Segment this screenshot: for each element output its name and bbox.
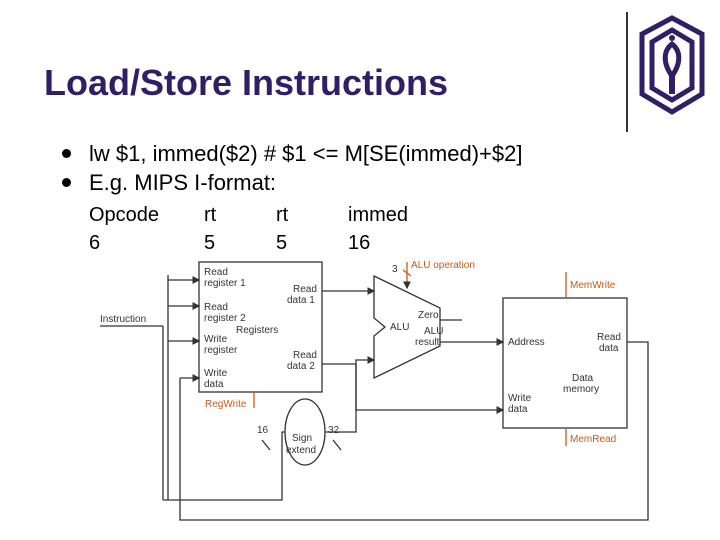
alu-label: ALU [390, 322, 409, 333]
format-field-bits: 5 [204, 232, 216, 254]
memread-signal-label: MemRead [570, 434, 616, 445]
bullet-item: lw $1, immed($2) # $1 <= M[SE(immed)+$2] [62, 139, 522, 168]
bullet-item: E.g. MIPS I-format: [62, 168, 522, 197]
read-register-1-label: Read register 1 [204, 267, 246, 289]
format-field-name: rt [276, 204, 289, 226]
sign-extend-label: Sign extend [286, 433, 316, 456]
format-field-bits: 5 [276, 232, 288, 254]
bullet-dot-icon [62, 178, 71, 187]
format-field-opcode: Opcode 6 [89, 201, 159, 257]
registers-label: Registers [236, 325, 278, 336]
read-data-1-label: Read data 1 [287, 284, 320, 306]
format-field-name: immed [348, 204, 409, 226]
alu-operation-label: ALU operation [411, 260, 475, 271]
format-field-rt: rt 5 [204, 201, 216, 257]
bullet-text: lw $1, immed($2) # $1 <= M[SE(immed)+$2] [89, 140, 523, 166]
regwrite-signal-label: RegWrite [205, 399, 247, 410]
format-field-bits: 6 [89, 232, 101, 254]
memwrite-signal-label: MemWrite [570, 280, 616, 291]
read-data-2-label: Read data 2 [287, 350, 320, 372]
memory-read-data-label: Read data [597, 332, 624, 354]
alu-op-bits-label: 3 [392, 264, 398, 275]
title-divider [626, 12, 628, 132]
register-file [198, 261, 323, 393]
format-field-immed: immed 16 [348, 201, 408, 257]
zero-label: Zero [418, 310, 439, 321]
instruction-label: Instruction [100, 314, 146, 325]
write-register-label: Write register [204, 334, 238, 356]
data-memory [502, 297, 628, 429]
bullet-text: E.g. MIPS I-format: [89, 169, 277, 195]
output-bits-label: 32 [328, 425, 340, 436]
format-field-bits: 16 [348, 232, 371, 254]
data-memory-label: Data memory [563, 373, 599, 395]
format-field-name: rt [204, 204, 217, 226]
slide-title: Load/Store Instructions [44, 62, 449, 103]
bullet-dot-icon [62, 149, 71, 158]
format-field-rt: rt 5 [276, 201, 288, 257]
register-write-data-label: Write data [204, 368, 230, 390]
input-bits-label: 16 [257, 425, 269, 436]
memory-write-data-label: Write data [508, 393, 534, 415]
read-register-2-label: Read register 2 [204, 302, 246, 324]
university-logo-icon [639, 15, 705, 115]
address-label: Address [508, 337, 545, 348]
format-field-name: Opcode [89, 204, 160, 226]
alu-result-label: ALU result [415, 326, 446, 348]
